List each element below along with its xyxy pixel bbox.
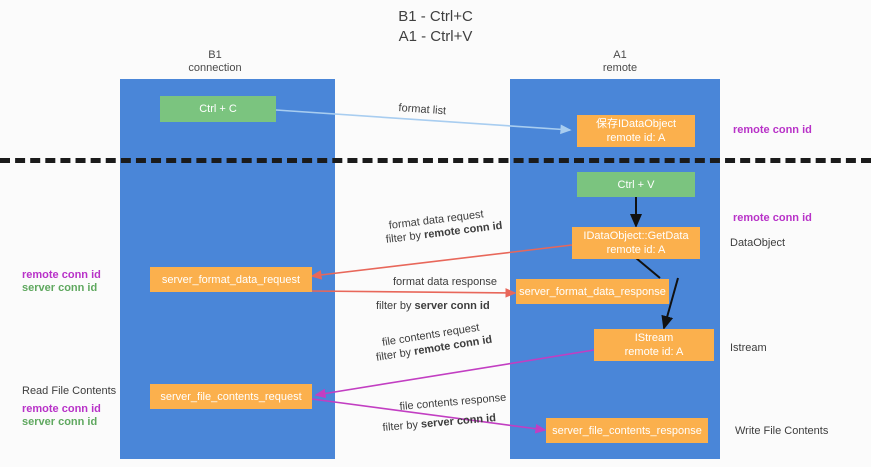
annotation-istream-text: Istream [730, 342, 767, 354]
annotation-read-file-contents: Read File Contents [22, 384, 116, 398]
filter-prefix-3: filter by [375, 345, 416, 364]
annotation-left-server-conn-id-2-text: server conn id [22, 416, 98, 428]
annotation-left-remote-conn-id: remote conn id [22, 268, 101, 282]
column-header-b1-sub: connection [188, 62, 242, 74]
title-line-2: A1 - Ctrl+V [398, 28, 473, 45]
edge-label-format-data-response-filter: filter by server conn id [376, 299, 490, 313]
filter-prefix: filter by [385, 229, 425, 246]
annotation-left-server-conn-id-text: server conn id [22, 282, 98, 294]
box-istream-line2: remote id: A [624, 346, 684, 358]
box-server-file-contents-request[interactable]: server_file_contents_request [150, 384, 312, 409]
annotation-read-file-contents-text: Read File Contents [22, 385, 117, 397]
title-line-1: B1 - Ctrl+C [398, 8, 473, 25]
filter-key-server-conn-id-2: server conn id [420, 412, 497, 431]
box-getdata-line1: IDataObject::GetData [583, 230, 689, 242]
box-istream-line1: IStream [634, 332, 674, 344]
annotation-remote-conn-id-top-text: remote conn id [733, 124, 812, 136]
filter-prefix-4: filter by [382, 418, 422, 434]
box-ctrl-c-label: Ctrl + C [199, 103, 237, 115]
annotation-write-file-contents-text: Write File Contents [735, 425, 829, 437]
box-server-format-data-request-label: server_format_data_request [161, 273, 301, 286]
annotation-dataobject: DataObject [730, 236, 785, 250]
annotation-left-remote-conn-id-2: remote conn id [22, 402, 101, 416]
annotation-left-server-conn-id: server conn id [22, 281, 97, 295]
edge-label-format-data-response-text: format data response [393, 276, 497, 288]
column-header-b1-name: B1 [208, 49, 222, 61]
annotation-remote-conn-id-mid: remote conn id [733, 211, 812, 225]
box-save-idataobject-line2: remote id: A [606, 132, 666, 144]
box-server-format-data-response-label: server_format_data_response [519, 285, 666, 298]
diagram-title: B1 - Ctrl+C A1 - Ctrl+V [0, 7, 871, 47]
box-getdata-line2: remote id: A [606, 244, 666, 256]
box-server-file-contents-request-label: server_file_contents_request [160, 390, 302, 403]
annotation-left-remote-conn-id-text: remote conn id [22, 269, 101, 281]
column-header-a1-name: A1 [613, 49, 627, 61]
column-header-a1: A1 remote [560, 49, 680, 75]
box-server-file-contents-response-label: server_file_contents_response [552, 424, 702, 437]
phase-divider [0, 158, 871, 163]
box-server-file-contents-response[interactable]: server_file_contents_response [546, 418, 708, 443]
box-server-format-data-response[interactable]: server_format_data_response [516, 279, 669, 304]
box-server-format-data-request[interactable]: server_format_data_request [150, 267, 312, 292]
annotation-remote-conn-id-mid-text: remote conn id [733, 212, 812, 224]
edge-label-format-list: format list [398, 101, 447, 118]
box-save-idataobject[interactable]: 保存IDataObject remote id: A [577, 115, 695, 147]
edge-label-file-contents-response-filter: filter by server conn id [382, 411, 497, 435]
annotation-write-file-contents: Write File Contents [735, 424, 828, 438]
box-istream[interactable]: IStream remote id: A [594, 329, 714, 361]
box-idataobject-getdata[interactable]: IDataObject::GetData remote id: A [572, 227, 700, 259]
column-header-a1-sub: remote [602, 62, 638, 74]
annotation-remote-conn-id-top: remote conn id [733, 123, 812, 137]
annotation-left-remote-conn-id-2-text: remote conn id [22, 403, 101, 415]
filter-prefix-2: filter by [376, 300, 415, 312]
box-ctrl-v[interactable]: Ctrl + V [577, 172, 695, 197]
edge-label-format-data-response: format data response [393, 275, 497, 289]
box-save-idataobject-line1: 保存IDataObject [595, 118, 677, 130]
annotation-istream: Istream [730, 341, 767, 355]
edge-label-format-list-text: format list [398, 101, 447, 118]
box-ctrl-c[interactable]: Ctrl + C [160, 96, 276, 122]
column-header-b1: B1 connection [155, 49, 275, 75]
edge-label-file-contents-response-text: file contents response [399, 391, 507, 413]
box-ctrl-v-label: Ctrl + V [617, 178, 655, 191]
annotation-left-server-conn-id-2: server conn id [22, 415, 97, 429]
filter-key-server-conn-id: server conn id [414, 300, 490, 312]
annotation-dataobject-text: DataObject [730, 237, 786, 249]
